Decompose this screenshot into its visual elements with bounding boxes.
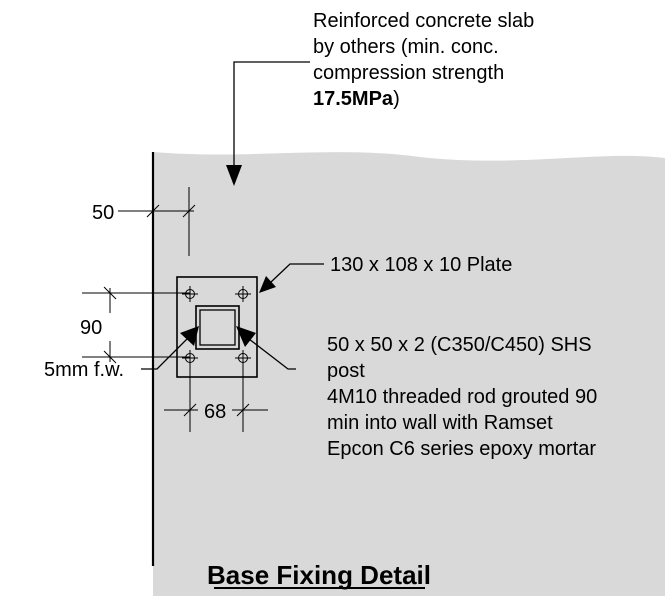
rod-top-left (182, 286, 198, 302)
weld-leader-arrowhead (180, 326, 199, 346)
drawing-title: Base Fixing Detail (207, 560, 431, 590)
slab-leader-line (233, 61, 310, 168)
vertical-dimension-label: 90 (80, 317, 102, 339)
horizontal-dimension-tick-right (236, 403, 250, 417)
slab-note-line-3: compression strength (313, 62, 504, 84)
plate-leader-arrowhead (259, 276, 276, 293)
slab-strength-value: 17.5MPa (313, 88, 394, 110)
edge-dimension-tick-left (146, 204, 160, 218)
concrete-slab (153, 152, 665, 596)
shs-post-inner (199, 309, 236, 346)
slab-note-close: ) (393, 88, 400, 110)
horizontal-dimension-tick-left (183, 403, 197, 417)
vertical-dimension-tick-top (103, 286, 117, 300)
slab-note-line-4: 17.5MPa) (313, 88, 400, 110)
edge-dimension-tick-right (182, 204, 196, 218)
slab-note-line-1: Reinforced concrete slab (313, 10, 534, 32)
plate-leader-line (270, 263, 324, 283)
rod-note-line-3: Epcon C6 series epoxy mortar (327, 438, 596, 460)
slab-leader-arrowhead (226, 165, 242, 186)
rod-leader-line (248, 338, 296, 370)
weld-note: 5mm f.w. (44, 359, 124, 381)
vertical-dimension-tick-bottom (103, 350, 117, 364)
plate-note: 130 x 108 x 10 Plate (330, 254, 512, 276)
post-note-line-2: post (327, 360, 365, 382)
weld-leader-line (141, 338, 188, 370)
edge-dimension-label: 50 (92, 202, 114, 224)
slab-note-line-2: by others (min. conc. (313, 36, 499, 58)
base-plate (176, 276, 258, 378)
rod-bottom-left (182, 350, 198, 366)
horizontal-dimension-label: 68 (204, 401, 226, 423)
rod-note-line-1: 4M10 threaded rod grouted 90 (327, 386, 597, 408)
post-note-line-1: 50 x 50 x 2 (C350/C450) SHS (327, 334, 592, 356)
rod-top-right (235, 286, 251, 302)
rod-bottom-right (235, 350, 251, 366)
rod-leader-arrowhead (236, 326, 256, 347)
rod-note-line-2: min into wall with Ramset (327, 412, 553, 434)
